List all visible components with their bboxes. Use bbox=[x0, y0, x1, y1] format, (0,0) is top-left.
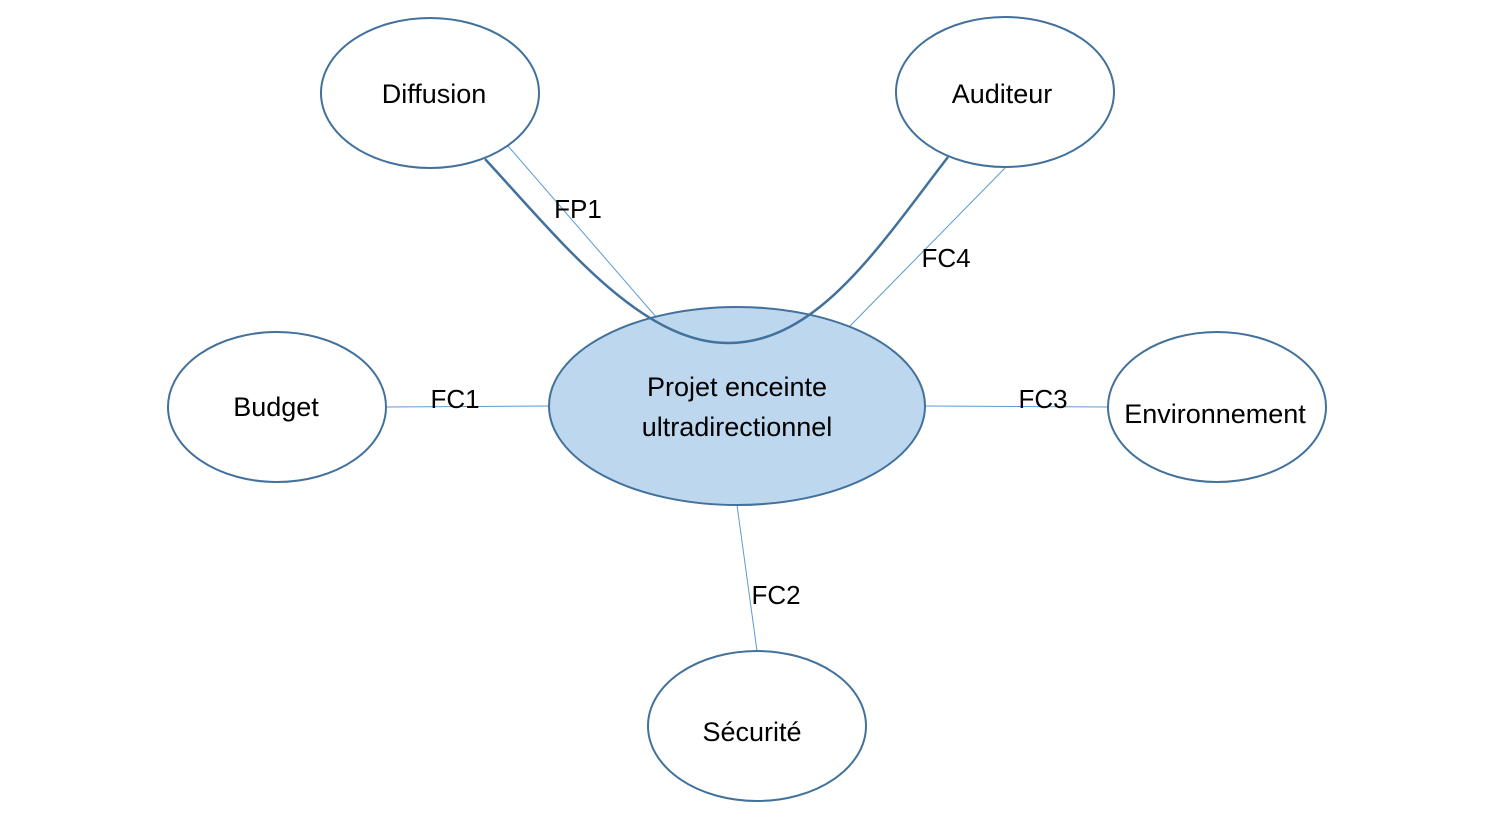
node-budget bbox=[167, 331, 387, 483]
node-securite-label: Sécurité bbox=[702, 717, 801, 747]
fp1-curve-connector bbox=[484, 156, 949, 345]
node-auditeur bbox=[895, 16, 1115, 168]
center-node bbox=[548, 306, 926, 506]
link-line-fc4 bbox=[849, 167, 1006, 327]
link-line-fc2 bbox=[736, 504, 758, 652]
link-label-fc2: FC2 bbox=[751, 580, 800, 610]
link-label-fp1: FP1 bbox=[554, 194, 602, 224]
node-auditeur-label: Auditeur bbox=[952, 79, 1053, 109]
link-line-fc1 bbox=[385, 405, 550, 408]
center-node-label-line2: ultradirectionnel bbox=[642, 412, 833, 442]
node-budget-label: Budget bbox=[233, 392, 319, 422]
link-line-fp1 bbox=[507, 145, 658, 319]
node-environnement bbox=[1107, 331, 1327, 483]
node-environnement-label: Environnement bbox=[1124, 399, 1306, 429]
link-label-fc1: FC1 bbox=[430, 384, 479, 414]
link-label-fc3: FC3 bbox=[1018, 384, 1067, 414]
link-line-fc3 bbox=[925, 405, 1110, 408]
connector-lines bbox=[385, 145, 1110, 652]
node-diffusion bbox=[320, 17, 540, 169]
link-label-fc4: FC4 bbox=[921, 243, 970, 273]
center-node-label-line1: Projet enceinte bbox=[647, 372, 827, 402]
node-securite bbox=[647, 650, 867, 802]
node-diffusion-label: Diffusion bbox=[382, 79, 487, 109]
